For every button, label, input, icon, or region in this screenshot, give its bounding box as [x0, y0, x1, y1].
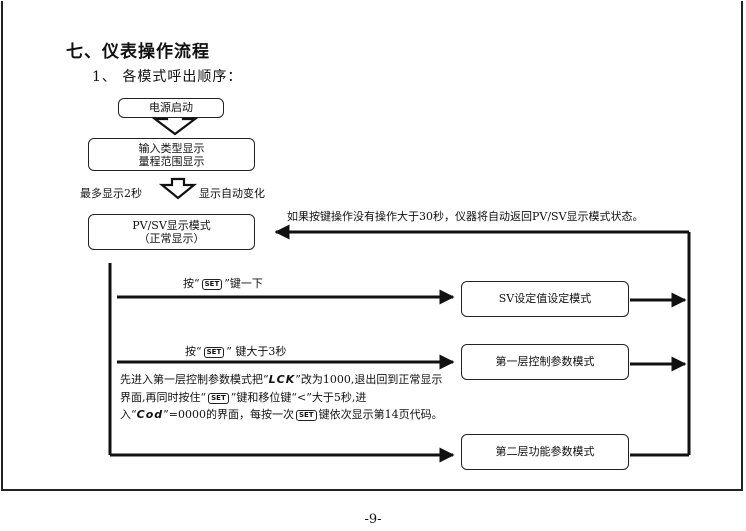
- node-pv-sv-display: PV/SV显示模式 （正常显示）: [88, 214, 255, 250]
- page-border: [1, 1, 743, 491]
- label-max-display: 最多显示2秒: [80, 187, 142, 200]
- page-number: -9-: [364, 512, 382, 527]
- cod-code: Cod: [136, 408, 164, 421]
- lck-code: LCK: [268, 373, 296, 386]
- node-input-type: 输入类型显示 量程范围显示: [88, 138, 255, 171]
- section-heading: 七、仪表操作流程: [66, 42, 210, 62]
- set-key-icon: SET: [203, 347, 225, 358]
- node-layer2-function: 第二层功能参数模式: [461, 434, 629, 470]
- label-timeout-return: 如果按键操作没有操作大于30秒，仪器将自动返回PV/SV显示模式状态。: [287, 210, 644, 223]
- label-press-3s: 按“SET” 键大于3秒: [185, 345, 287, 358]
- node-sv-setting: SV设定值设定模式: [461, 281, 629, 317]
- set-key-icon: SET: [295, 410, 317, 421]
- subsection-heading: 1、 各模式呼出顺序：: [92, 69, 243, 85]
- instruction-paragraph: 先进入第一层控制参数模式把“LCK”改为1000,退出回到正常显示界面,再同时按…: [120, 373, 443, 421]
- label-auto-change: 显示自动变化: [199, 187, 265, 200]
- set-key-icon: SET: [201, 279, 223, 290]
- node-layer1-control: 第一层控制参数模式: [461, 344, 629, 380]
- label-press-once: 按“SET”键一下: [183, 277, 263, 290]
- down-arrow-icon: [158, 177, 198, 200]
- set-key-icon: SET: [208, 392, 229, 404]
- node-power-on: 电源启动: [118, 98, 224, 118]
